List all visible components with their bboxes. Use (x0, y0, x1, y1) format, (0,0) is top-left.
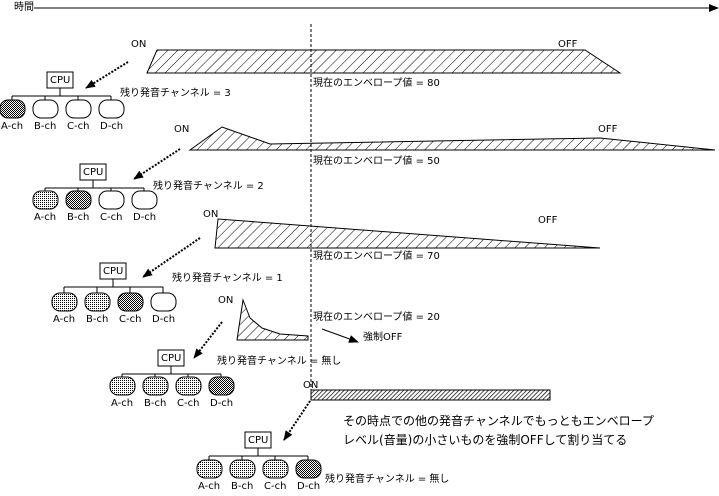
channel-label: A-ch (198, 481, 221, 492)
envelope-2 (188, 126, 716, 151)
channel-a-oval (0, 99, 26, 119)
on-label: ON (218, 295, 234, 306)
on-label: ON (203, 209, 219, 220)
channel-label: C-ch (67, 121, 90, 132)
channel-label: B-ch (67, 212, 90, 223)
cpu-label: CPU (248, 435, 269, 446)
envelope-value: 現在のエンベロープ値 = 50 (313, 156, 440, 167)
channel-label: D-ch (152, 314, 176, 325)
on-label: ON (174, 124, 190, 135)
channel-b-oval (32, 99, 59, 119)
channel-label: A-ch (1, 121, 24, 132)
channel-b-oval (65, 190, 92, 210)
time-axis-arrow-icon (709, 4, 719, 12)
channel-label: C-ch (177, 398, 200, 409)
time-label: 時間 (14, 2, 34, 13)
cpu-label: CPU (83, 167, 104, 178)
channel-label: D-ch (133, 212, 157, 223)
channel-b-oval (142, 376, 169, 396)
channel-label: A-ch (53, 314, 76, 325)
channel-label: A-ch (111, 398, 134, 409)
channel-c-oval (117, 292, 144, 312)
channel-label: B-ch (231, 481, 254, 492)
channel-label: D-ch (210, 398, 234, 409)
channel-label: B-ch (86, 314, 109, 325)
channel-c-oval (262, 459, 289, 479)
cpu-label: CPU (50, 75, 71, 86)
channel-d-oval (131, 190, 158, 210)
channel-c-oval (175, 376, 202, 396)
on-label: ON (131, 39, 147, 50)
remaining-channels: 残り発音チャンネル = 無し (217, 356, 342, 367)
channel-label: B-ch (144, 398, 167, 409)
channel-d-oval (150, 292, 177, 312)
channel-label: A-ch (34, 212, 57, 223)
note-line-2: レベル(音量)の小さいものを強制OFFして割り当てる (343, 433, 628, 447)
cpu-label: CPU (103, 266, 124, 277)
allocation-arrow (85, 61, 129, 89)
forced-off-label: 強制OFF (363, 332, 403, 343)
envelope-5 (310, 389, 551, 401)
channel-label: D-ch (100, 121, 124, 132)
envelope-3 (214, 218, 601, 249)
remaining-channels: 残り発音チャンネル = 1 (172, 273, 283, 284)
allocation-arrow (283, 400, 311, 441)
remaining-channels: 残り発音チャンネル = 3 (120, 88, 231, 99)
allocation-arrow (193, 321, 223, 359)
allocation-arrow (142, 237, 201, 278)
envelope-1 (146, 49, 622, 74)
allocation-arrow (133, 148, 181, 180)
channel-a-oval (196, 459, 223, 479)
channel-a-oval (32, 190, 59, 210)
note-line-1: その時点での他の発音チャンネルでもっともエンベロープ (343, 414, 654, 428)
envelope-value: 現在のエンベロープ値 = 20 (313, 312, 440, 323)
envelope-value: 現在のエンベロープ値 = 80 (313, 78, 440, 89)
channel-c-oval (98, 190, 125, 210)
envelope-4 (236, 298, 309, 341)
channel-label: D-ch (297, 481, 321, 492)
channel-a-oval (51, 292, 78, 312)
channel-c-oval (65, 99, 92, 119)
channel-d-oval (208, 376, 235, 396)
off-label: OFF (538, 215, 558, 226)
remaining-channels: 残り発音チャンネル = 無し (325, 474, 450, 485)
channel-a-oval (109, 376, 136, 396)
channel-label: B-ch (34, 121, 57, 132)
channel-b-oval (84, 292, 111, 312)
off-label: OFF (558, 39, 578, 50)
channel-label: C-ch (100, 212, 123, 223)
on-label: ON (303, 380, 319, 391)
cpu-label: CPU (161, 353, 182, 364)
off-label: OFF (598, 124, 618, 135)
channel-label: C-ch (264, 481, 287, 492)
channel-b-oval (229, 459, 256, 479)
forced-off-arrow (321, 328, 359, 343)
channel-label: C-ch (119, 314, 142, 325)
envelope-value: 現在のエンベロープ値 = 70 (313, 251, 440, 262)
channel-d-oval (295, 459, 322, 479)
channel-d-oval (98, 99, 125, 119)
remaining-channels: 残り発音チャンネル = 2 (153, 181, 264, 192)
